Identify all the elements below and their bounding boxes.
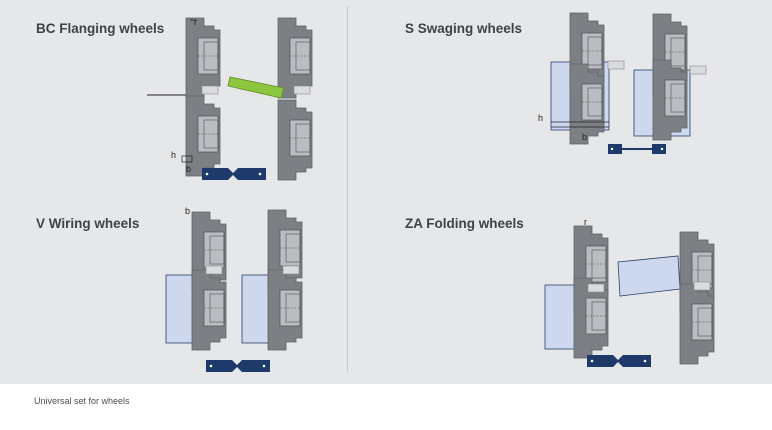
bc-r-label: r <box>194 17 197 27</box>
s-b-label: b <box>582 132 587 142</box>
bc-b-label: b <box>186 164 191 174</box>
za-left-label-tag <box>587 283 605 293</box>
bc-right-lower-wheel <box>277 99 313 181</box>
v-left-lower-wheel <box>191 269 227 351</box>
figure-caption: Universal set for wheels <box>34 396 130 406</box>
za-folding-title: ZA Folding wheels <box>405 216 524 231</box>
za-profile-plate <box>587 355 651 367</box>
s-left-label-tag <box>607 60 625 70</box>
s-swaging-diagram: h b <box>538 12 707 154</box>
v-wiring-diagram: b <box>165 206 303 372</box>
s-h-label: h <box>538 113 543 123</box>
s-right-lower-wheel <box>652 59 688 141</box>
v-profile-plate <box>206 360 270 372</box>
bc-right-label-tag <box>293 85 311 95</box>
diagram-panel <box>0 0 772 384</box>
bc-flanging-diagram: r h b <box>147 17 313 181</box>
za-r-label: r <box>584 217 587 227</box>
s-profile-plate <box>608 144 666 154</box>
bc-left-label-tag <box>201 85 219 95</box>
bc-left-lower-wheel <box>185 95 221 177</box>
v-left-label-tag <box>205 265 223 275</box>
za-folding-diagram: r <box>544 217 715 367</box>
v-right-lower-wheel <box>267 269 303 351</box>
za-right-label-tag <box>693 281 711 291</box>
wheel-diagrams: r h b h b b <box>147 12 715 372</box>
center-divider <box>347 6 348 372</box>
bc-profile-plate <box>202 168 266 180</box>
v-right-label-tag <box>282 265 300 275</box>
za-folded-sheet <box>617 255 681 297</box>
bc-flanging-title: BC Flanging wheels <box>36 21 165 36</box>
v-b-label: b <box>185 206 190 216</box>
s-swaging-title: S Swaging wheels <box>405 21 523 36</box>
v-wiring-title: V Wiring wheels <box>36 216 140 231</box>
s-right-label-tag <box>689 65 707 75</box>
bc-green-flange-sheet <box>227 76 285 99</box>
bc-h-label: h <box>171 150 176 160</box>
za-right-lower-wheel <box>679 283 715 365</box>
